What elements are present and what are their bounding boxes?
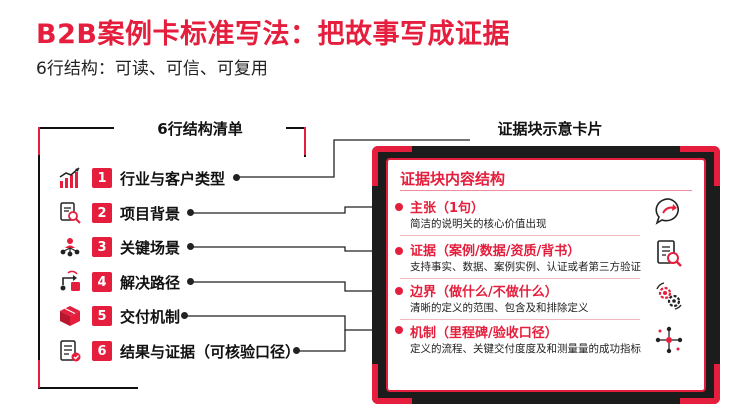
item-bullet	[395, 247, 403, 255]
connector-dot	[233, 174, 240, 181]
item-desc-boundary: 清晰的定义的范围、包含及和排除定义	[410, 302, 589, 314]
connector-dot	[181, 312, 188, 319]
list-item-solution: 4 解决路径	[58, 268, 180, 296]
item-bullet	[395, 287, 403, 295]
list-item-label: 交付机制	[120, 307, 181, 326]
connector-dot	[293, 347, 300, 354]
item-separator	[400, 278, 640, 279]
card-corner-accent	[372, 398, 412, 404]
step-number: 6	[92, 341, 112, 361]
item-title-claim: 主张（1句）	[410, 201, 485, 216]
evidence-card	[386, 158, 706, 392]
list-item-background: 2 项目背景	[58, 199, 180, 227]
connector-dot	[187, 209, 194, 216]
card-corner-accent	[372, 146, 378, 186]
item-desc-mechanism: 定义的流程、关键交付度度及和测量量的成功指标	[410, 343, 641, 355]
list-item-label: 项目背景	[120, 204, 181, 223]
card-corner-accent	[714, 364, 720, 404]
list-item-industry: 1 行业与客户类型	[58, 164, 225, 192]
page-subtitle: 6行结构：可读、可信、可复用	[36, 59, 268, 79]
item-separator	[400, 319, 640, 320]
item-separator	[400, 235, 640, 236]
list-item-label: 解决路径	[120, 273, 181, 292]
connector-dot	[187, 243, 194, 250]
route-arrows-icon	[58, 270, 82, 294]
item-title-evidence: 证据（案例/数据/资质/背书）	[410, 244, 581, 259]
connector-dot	[187, 278, 194, 285]
document-search-icon	[58, 201, 82, 225]
item-bullet	[395, 203, 403, 211]
card-corner-accent	[372, 364, 378, 404]
item-desc-evidence: 支持事实、数据、案例实例、认证或者第三方验证	[410, 261, 641, 273]
list-item-label: 行业与客户类型	[120, 169, 226, 188]
right-panel-heading: 证据块示意卡片	[497, 120, 603, 138]
left-panel-heading: 6行结构清单	[120, 118, 280, 139]
step-number: 4	[92, 272, 112, 292]
card-title-divider	[400, 190, 692, 191]
workflow-nodes-icon	[654, 325, 684, 355]
bar-chart-growth-icon	[58, 166, 82, 190]
package-box-icon	[58, 304, 82, 328]
step-number: 3	[92, 237, 112, 257]
list-item-delivery: 5 交付机制	[58, 302, 180, 330]
step-number: 1	[92, 168, 112, 188]
card-corner-accent	[714, 146, 720, 186]
item-desc-claim: 简洁的说明关的核心价值出现	[410, 218, 547, 230]
item-title-mechanism: 机制（里程碑/验收口径）	[410, 326, 558, 341]
list-item-label: 关键场景	[120, 238, 181, 257]
step-number: 5	[92, 306, 112, 326]
card-title: 证据块内容结构	[400, 170, 506, 188]
list-item-results: 6 结果与证据（可核验口径）	[58, 337, 300, 365]
people-network-icon	[58, 235, 82, 259]
item-bullet	[395, 326, 403, 334]
speech-arrow-icon	[654, 196, 684, 226]
gears-icon	[654, 281, 684, 311]
step-number: 2	[92, 203, 112, 223]
list-item-label: 结果与证据（可核验口径）	[120, 342, 301, 361]
card-corner-accent	[680, 146, 720, 152]
card-corner-accent	[680, 398, 720, 404]
item-title-boundary: 边界（做什么/不做什么）	[410, 285, 558, 300]
card-corner-accent	[372, 146, 412, 152]
checklist-document-icon	[58, 339, 82, 363]
page-title: B2B案例卡标准写法：把故事写成证据	[36, 19, 510, 50]
document-magnifier-icon	[654, 239, 684, 269]
list-item-scenario: 3 关键场景	[58, 233, 180, 261]
